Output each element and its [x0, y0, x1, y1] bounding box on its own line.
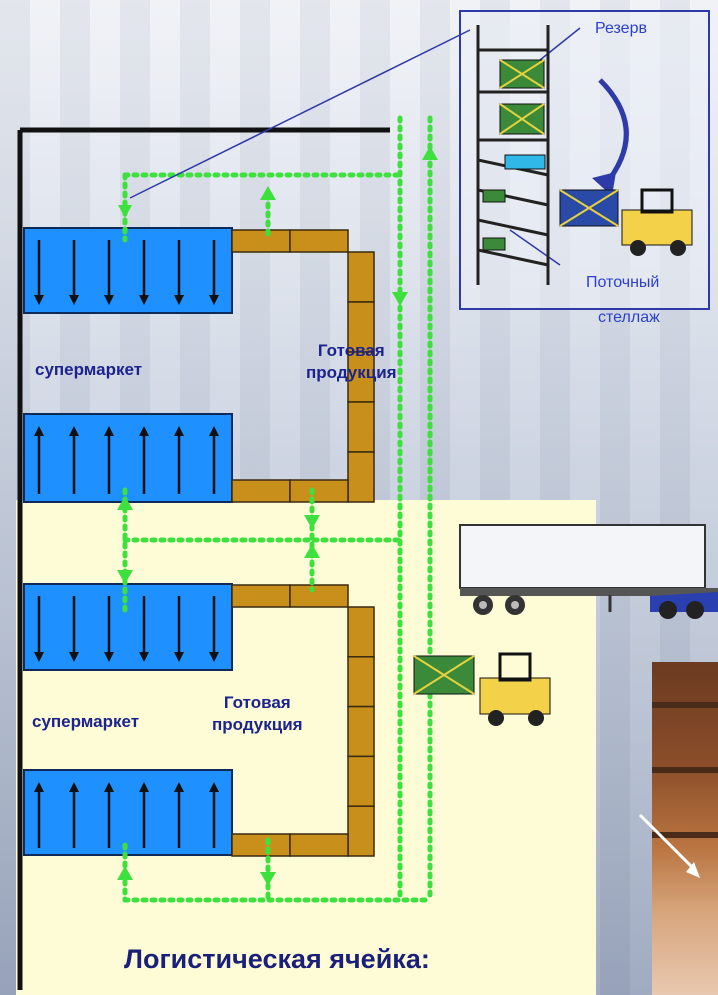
flow-arrow-head [174, 652, 184, 662]
flow-rack-label-line1: Поточный [586, 274, 660, 291]
finished-goods-cell [347, 606, 375, 658]
page-title: Логистическая ячейка: [124, 944, 430, 974]
forklift-icon [413, 652, 551, 726]
finished-goods-cell [231, 479, 291, 503]
flow-arrow-head [34, 295, 44, 305]
flow-arrow-head [69, 295, 79, 305]
finished-goods-cell [347, 656, 375, 708]
finished-goods-racks [231, 229, 375, 857]
finished-goods-cell [347, 251, 375, 303]
finished-goods-label-bottom-line2: продукция [212, 715, 303, 734]
flow-arrow-head [209, 295, 219, 305]
finished-goods-cell [231, 584, 291, 608]
route-arrowheads [117, 146, 438, 886]
forklift-icon [559, 188, 693, 256]
flow-arrow-head [139, 652, 149, 662]
supermarket-block-1 [23, 227, 233, 314]
flow-arrow-head [174, 782, 184, 792]
finished-goods-cell [347, 805, 375, 857]
finished-goods-label-top-line1: Готовая [317, 341, 385, 360]
finished-goods-cell [289, 229, 349, 253]
finished-goods-cell [347, 301, 375, 353]
supermarket-label-top: супермаркет [35, 360, 143, 379]
reserve-label: Резерв [595, 20, 647, 37]
pallet-icon [482, 59, 546, 251]
flow-arrow-head [34, 782, 44, 792]
finished-goods-cell [231, 833, 291, 857]
supermarket-label-bottom: супермаркет [32, 712, 140, 731]
flow-arrow-head [104, 426, 114, 436]
finished-goods-cell [347, 705, 375, 758]
finished-goods-cell [289, 833, 349, 857]
flow-rack-label-line2: стеллаж [598, 309, 660, 326]
flow-arrow-head [34, 652, 44, 662]
flow-arrow-head [174, 426, 184, 436]
finished-goods-label-top: Готовая продукция [306, 340, 397, 384]
finished-goods-cell [347, 401, 375, 453]
flow-arrow-head [104, 295, 114, 305]
flow-arrow-head [174, 295, 184, 305]
pointer-arrow-icon [638, 813, 697, 872]
flow-arrow-head [69, 782, 79, 792]
flow-arrow-head [139, 295, 149, 305]
flow-rack [476, 25, 550, 285]
finished-goods-label-bottom: Готовая продукция [212, 692, 303, 736]
supermarket-block-4 [23, 769, 233, 856]
flow-arrow-head [69, 652, 79, 662]
flow-arrow-head [104, 782, 114, 792]
truck-icon [459, 524, 718, 619]
flow-arrow-head [139, 426, 149, 436]
flow-arrow-head [209, 426, 219, 436]
finished-goods-cell [347, 755, 375, 807]
finished-goods-cell [289, 479, 349, 503]
supermarket-block-3 [23, 583, 233, 671]
flow-arrow-head [139, 782, 149, 792]
supermarket-block-2 [23, 413, 233, 503]
warehouse-photo [652, 662, 718, 995]
finished-goods-label-bottom-line1: Готовая [223, 693, 291, 712]
finished-goods-cell [231, 229, 291, 253]
flow-arrow-head [34, 426, 44, 436]
finished-goods-cell [289, 584, 349, 608]
finished-goods-label-top-line2: продукция [306, 363, 397, 382]
flow-arrow-head [69, 426, 79, 436]
flow-arrow-head [209, 782, 219, 792]
finished-goods-cell [347, 451, 375, 503]
finished-goods-cell [347, 351, 375, 403]
flow-arrow-head [104, 652, 114, 662]
curved-arrow-icon [598, 78, 629, 187]
leader-line [129, 29, 471, 199]
flow-arrow-head [209, 652, 219, 662]
